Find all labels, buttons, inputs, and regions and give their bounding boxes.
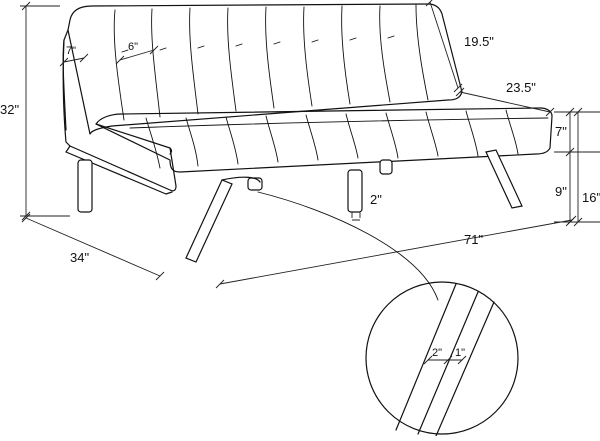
back-recline-label: 19.5" (464, 34, 494, 49)
height-label: 32" (0, 102, 19, 117)
arm-width-label: 7" (66, 45, 76, 57)
detail-leg-width-label: 2" (432, 347, 442, 359)
seat-thickness-label: 7" (555, 124, 567, 139)
detail-leg-thickness-label: 1" (455, 347, 465, 359)
leg-detail-callout (257, 191, 519, 437)
backrest-tufts (113, 4, 429, 121)
width-label: 71" (464, 232, 483, 247)
sofa-drawing (62, 3, 553, 263)
dimension-lines (20, 0, 600, 289)
seat-cushion (95, 107, 553, 173)
seat-height-label: 16" (582, 190, 600, 205)
leg-clearance-label: 9" (555, 184, 567, 199)
leg-diameter-label: 2" (370, 192, 382, 207)
seat-tufts (129, 109, 549, 169)
dimension-labels: 32" 34" 71" 19.5" 23.5" 7" 9" 16" 2" 7" … (0, 34, 600, 359)
tuft-width-label: 6" (128, 41, 138, 53)
depth-label: 34" (70, 250, 89, 265)
seat-depth-label: 23.5" (506, 80, 536, 95)
left-side-panel (62, 39, 177, 192)
sofa-legs (77, 149, 523, 263)
